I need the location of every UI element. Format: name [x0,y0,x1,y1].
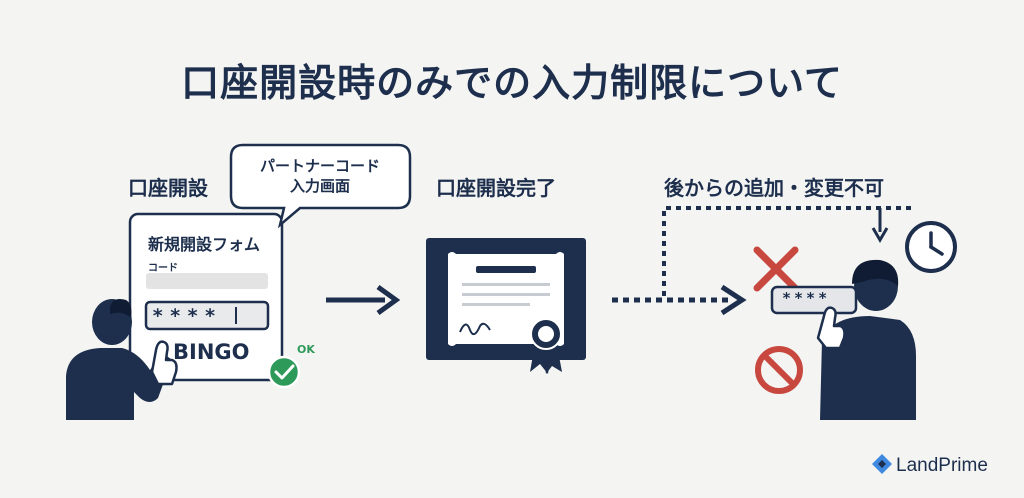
locked-password-field [770,285,858,315]
landprime-logo-icon [872,454,892,474]
pointing-hand-icon [816,306,846,350]
locked-password-mask: **** [782,289,831,307]
signup-form-card [128,212,284,382]
pointing-hand-icon [150,340,178,386]
ribbon-seal-icon [530,318,562,374]
code-input-box [146,273,268,289]
dotted-arrow-right-icon [612,284,747,316]
bubble-line-2: 入力画面 [289,177,350,195]
brand-name: LandPrime [896,455,988,476]
step2-label: 口座開設完了 [436,176,556,200]
person-icon [820,259,916,420]
dotted-loop-arrow [662,206,914,296]
step3-label: 後からの追加・変更不可 [664,176,884,200]
ok-label: OK [297,343,315,356]
prohibited-icon [755,346,803,394]
partner-code-bubble-text: パートナーコード 入力画面 [238,156,402,196]
typed-code: BINGO [173,340,250,364]
person-icon [66,299,172,420]
step1-label: 口座開設 [128,176,208,200]
speech-bubble-icon [229,143,412,229]
arrow-right-icon [326,284,401,316]
checkmark-icon [267,355,301,389]
certificate-icon [426,238,586,360]
bubble-line-1: パートナーコード [259,157,380,175]
page-title: 口座開設時のみでの入力制限について [181,61,843,105]
x-mark-icon [753,246,799,292]
code-field-label: コード [148,263,178,274]
clock-icon [905,221,957,273]
password-input-box [144,300,270,331]
password-mask: **** [152,305,222,327]
form-title: 新規開設フォム [148,235,261,254]
